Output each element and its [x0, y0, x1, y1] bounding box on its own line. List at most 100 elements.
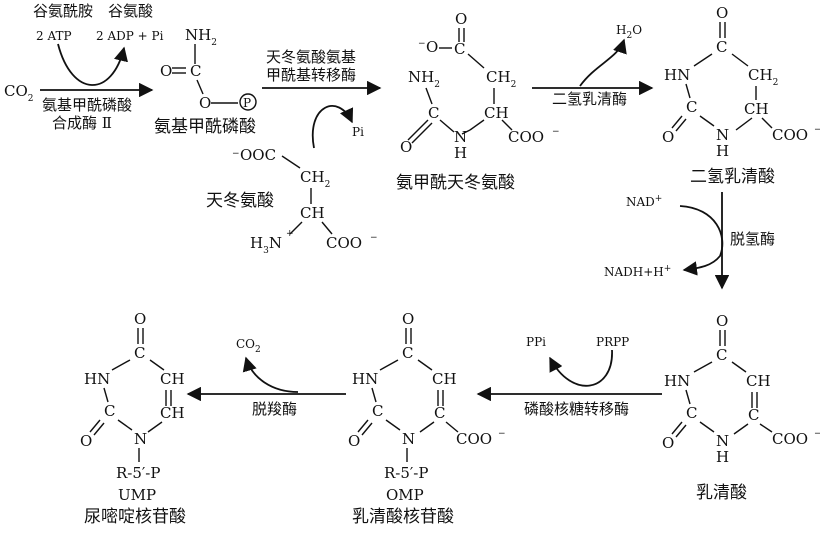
bond [733, 423, 749, 435]
atom-coo: COO [772, 430, 808, 448]
orotate-label: 乳清酸 [696, 483, 747, 503]
step6-group: CO2 脱羧酶 O C HN CH C CH O N R-5′-P UMP [80, 310, 346, 527]
atom-c: C [428, 104, 439, 122]
nadh-label: NADH+H+ [604, 264, 671, 279]
atom-o-minus: O [426, 38, 438, 56]
charge-minus: − [418, 39, 426, 49]
atom-hn: HN [84, 370, 110, 388]
bond [361, 422, 373, 436]
step2-enzyme-line1: 天冬氨酸氨基 [266, 48, 356, 66]
atom-c: C [104, 402, 115, 420]
atom-n: N [402, 430, 415, 448]
atom-r5p: R-5′-P [116, 464, 160, 482]
bond [735, 117, 753, 131]
bond [445, 421, 459, 433]
bond [103, 387, 109, 403]
step4-enzyme-label: 脱氢酶 [730, 230, 775, 248]
atom-n: N [134, 430, 147, 448]
atom-nh2: NH2 [185, 26, 217, 48]
carbamoyl-aspartate-structure: O − O C CH2 NH2 CH C O N H COO − [400, 10, 560, 162]
atom-o: O [80, 432, 92, 450]
glutamate-label: 谷氨酸 [108, 2, 153, 20]
step5-cofactor-arc [549, 349, 613, 387]
bond [89, 419, 101, 433]
bond [407, 119, 429, 141]
atom-ch2: CH2 [300, 168, 330, 190]
co2-label: CO2 [4, 82, 34, 104]
atom-n: N [716, 432, 729, 450]
atom-c: C [372, 402, 383, 420]
bond [411, 122, 433, 144]
step5-group: PRPP PPi 磷酸核糖转移酶 O C HN CH C C O N C [348, 310, 662, 527]
nad-label: NAD+ [626, 194, 662, 209]
dihydroorotate-label: 二氢乳清酸 [690, 167, 775, 187]
bond [671, 421, 683, 435]
bond [117, 419, 133, 431]
atp-label: 2 ATP [36, 29, 72, 43]
atom-hn: HN [664, 66, 690, 84]
atom-o: O [400, 138, 412, 156]
step6-side-arc [242, 356, 299, 393]
ump-structure: O C HN CH C CH O N R-5′-P [80, 310, 185, 482]
atom-ch: CH [744, 100, 769, 118]
atom-hn: HN [664, 372, 690, 390]
bond [321, 221, 333, 235]
co2-released-label: CO2 [236, 337, 261, 355]
bond [761, 117, 773, 129]
bond [675, 118, 687, 132]
bond [93, 422, 105, 436]
atom-h: H [454, 144, 467, 162]
bond [281, 155, 301, 169]
charge-minus: − [498, 429, 506, 439]
atom-coo: COO [456, 430, 492, 448]
dihydroorotate-structure: O C HN CH2 C CH O N H COO − [662, 4, 820, 160]
omp-abbr-label: OMP [386, 486, 424, 504]
bond [759, 423, 773, 433]
bond [685, 389, 691, 405]
bond [111, 359, 131, 371]
atom-ch: CH [160, 370, 185, 388]
carbamoyl-phosphate-label: 氨基甲酰磷酸 [154, 117, 256, 137]
atom-c: C [686, 98, 697, 116]
atom-c: C [716, 38, 727, 56]
bond [149, 359, 165, 371]
bond [419, 421, 435, 433]
glutamine-label: 谷氨酰胺 [33, 2, 93, 20]
atom-ch2: CH2 [486, 68, 516, 90]
atom-ch: CH [160, 404, 185, 422]
charge-minus: − [232, 149, 240, 159]
step2-side-arc [311, 105, 354, 149]
step1-group: CO2 谷氨酰胺 谷氨酸 2 ATP 2 ADP + Pi 氨基甲酰磷酸 合成酶… [4, 2, 257, 137]
step1-cofactor-arc [57, 43, 128, 86]
atom-o: O [134, 310, 146, 328]
bond [357, 419, 369, 433]
atom-n: N [716, 126, 729, 144]
atom-r5p: R-5′-P [384, 464, 428, 482]
orotate-structure: O C HN CH C C O N H COO − [662, 312, 820, 466]
adp-pi-label: 2 ADP + Pi [96, 29, 164, 43]
bond [425, 87, 433, 105]
atom-c: C [454, 40, 465, 58]
atom-nh2: NH2 [408, 68, 440, 90]
step2-enzyme-line2: 甲酰基转移酶 [266, 66, 356, 84]
atom-c: C [748, 406, 759, 424]
step5-enzyme-label: 磷酸核糖转移酶 [524, 400, 629, 418]
atom-c: C [402, 344, 413, 362]
charge-minus: − [814, 125, 820, 135]
atom-o: O [160, 62, 172, 80]
atom-ch: CH [746, 372, 771, 390]
atom-o: O [348, 432, 360, 450]
step4-group: NAD+ NADH+H+ 脱氢酶 O C HN CH C C O N H [604, 192, 820, 503]
bond [693, 361, 713, 373]
bond [469, 119, 485, 131]
ppi-label: PPi [526, 335, 546, 349]
atom-h3n: H3N [250, 234, 282, 256]
atom-ch: CH [484, 104, 509, 122]
atom-p: P [243, 96, 251, 110]
atom-ch: CH [300, 204, 325, 222]
atom-coo: COO [508, 128, 544, 146]
step2-group: 天冬氨酸氨基 甲酰基转移酶 Pi − OOC CH2 CH H3N + COO … [206, 10, 560, 256]
atom-o: O [455, 10, 467, 28]
atom-ch: CH [432, 370, 457, 388]
bond [671, 115, 683, 129]
